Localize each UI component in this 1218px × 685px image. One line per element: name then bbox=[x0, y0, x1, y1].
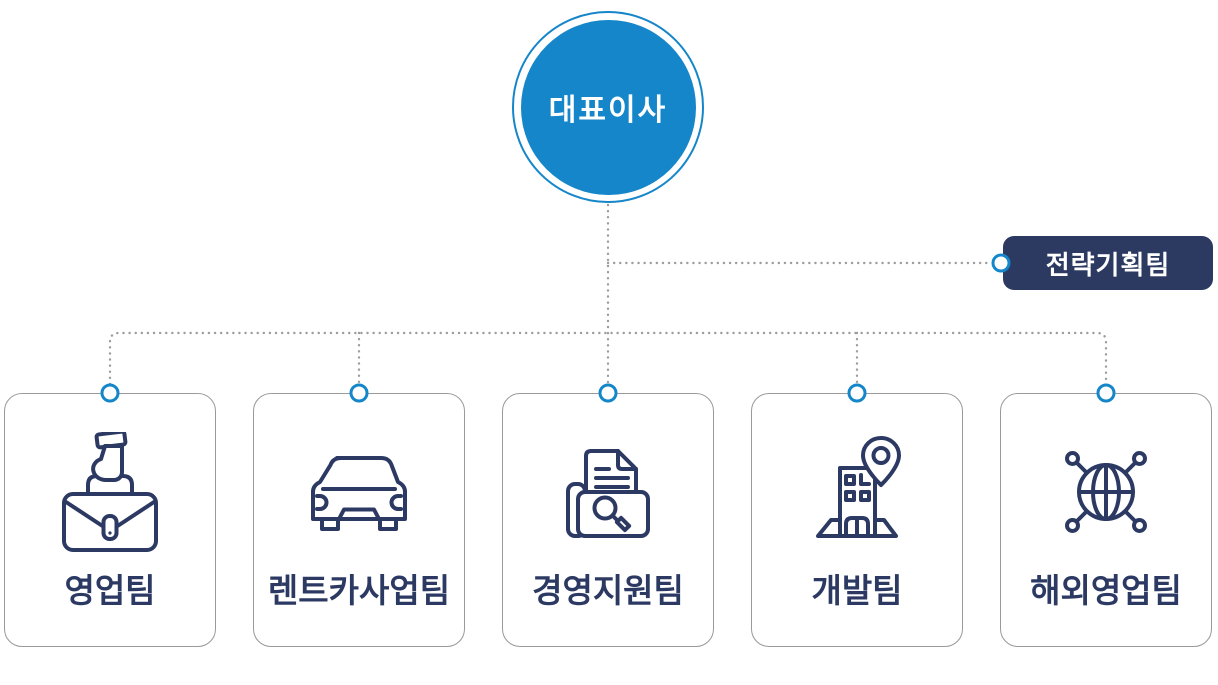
car-icon bbox=[299, 432, 419, 552]
ceo-node: 대표이사 bbox=[512, 11, 704, 203]
strategy-team-label: 전략기획팀 bbox=[1045, 249, 1171, 280]
development-team-card: 개발팀 bbox=[751, 393, 963, 647]
ceo-label: 대표이사 bbox=[548, 94, 668, 127]
overseas-sales-team-card: 해외영업팀 bbox=[1000, 393, 1212, 647]
building-location-icon bbox=[797, 432, 917, 552]
strategy-team-badge: 전략기획팀 bbox=[1003, 236, 1213, 290]
sales-team-card: 영업팀 bbox=[4, 393, 216, 647]
ceo-circle: 대표이사 bbox=[520, 19, 696, 195]
rentcar-team-card: 렌트카사업팀 bbox=[253, 393, 465, 647]
dept-label: 영업팀 bbox=[64, 572, 156, 609]
dept-label: 렌트카사업팀 bbox=[267, 572, 451, 609]
globe-network-icon bbox=[1046, 432, 1166, 552]
dept-label: 경영지원팀 bbox=[532, 572, 684, 609]
document-search-icon bbox=[548, 432, 668, 552]
management-support-team-card: 경영지원팀 bbox=[502, 393, 714, 647]
departments-bus-connector bbox=[108, 331, 1108, 386]
dept-label: 해외영업팀 bbox=[1030, 572, 1182, 609]
briefcase-hand-icon bbox=[50, 432, 170, 552]
dept-label: 개발팀 bbox=[811, 572, 903, 609]
